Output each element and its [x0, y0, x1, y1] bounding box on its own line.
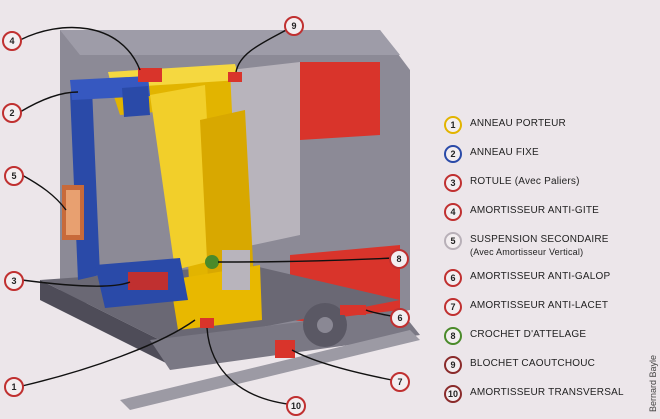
- legend-label: SUSPENSION SECONDAIRE: [470, 234, 609, 245]
- legend-label: ROTULE (Avec Paliers): [470, 176, 580, 187]
- legend-badge: 1: [444, 116, 462, 134]
- legend-badge: 10: [444, 385, 462, 403]
- leader-3: [21, 279, 131, 287]
- leader-8: [217, 257, 396, 263]
- callout-7: 7: [390, 372, 410, 392]
- callout-5: 5: [4, 166, 24, 186]
- callout-8: 8: [389, 249, 409, 269]
- legend-badge: 7: [444, 298, 462, 316]
- blue-ring-bracket: [122, 86, 150, 117]
- legend-badge: 4: [444, 203, 462, 221]
- legend-item-10: 10 AMORTISSEUR TRANSVERSAL: [444, 385, 644, 403]
- legend-item-5: 5 SUSPENSION SECONDAIRE (Avec Amortisseu…: [444, 232, 644, 258]
- coupling-hook: [205, 255, 219, 269]
- photo-credit: Bernard Bayle: [648, 354, 658, 412]
- yellow-ring-front: [150, 85, 215, 270]
- damper-anti-lacet: [275, 340, 295, 358]
- legend: 1 ANNEAU PORTEUR 2 ANNEAU FIXE 3 ROTULE …: [444, 116, 644, 414]
- leader-2: [19, 91, 79, 113]
- callout-3: 3: [4, 271, 24, 291]
- legend-label: ANNEAU PORTEUR: [470, 118, 566, 129]
- car-body-top: [60, 30, 400, 55]
- damper-anti-gite: [138, 68, 162, 82]
- legend-badge: 9: [444, 356, 462, 374]
- callout-4: 4: [2, 31, 22, 51]
- leader-4: [19, 26, 141, 71]
- legend-label: BLOCHET CAOUTCHOUC: [470, 358, 596, 369]
- rail: [120, 330, 420, 410]
- legend-item-2: 2 ANNEAU FIXE: [444, 145, 644, 163]
- legend-label: CROCHET D'ATTELAGE: [470, 329, 587, 340]
- leader-10: [206, 327, 297, 406]
- legend-item-7: 7 AMORTISSEUR ANTI-LACET: [444, 298, 644, 316]
- legend-label: AMORTISSEUR ANTI-GALOP: [470, 271, 611, 282]
- spring-right: [222, 250, 250, 290]
- leader-5: [21, 174, 67, 211]
- legend-item-1: 1 ANNEAU PORTEUR: [444, 116, 644, 134]
- legend-item-9: 9 BLOCHET CAOUTCHOUC: [444, 356, 644, 374]
- leader-7: [291, 349, 398, 382]
- callout-1: 1: [4, 377, 24, 397]
- wheel-hub: [317, 317, 333, 333]
- damper-anti-galop: [340, 305, 366, 315]
- legend-label: AMORTISSEUR ANTI-GITE: [470, 205, 600, 216]
- legend-badge: 3: [444, 174, 462, 192]
- callout-9: 9: [284, 16, 304, 36]
- legend-item-6: 6 AMORTISSEUR ANTI-GALOP: [444, 269, 644, 287]
- legend-label: ANNEAU FIXE: [470, 147, 539, 158]
- legend-label-block: SUSPENSION SECONDAIRE (Avec Amortisseur …: [470, 232, 609, 258]
- legend-item-4: 4 AMORTISSEUR ANTI-GITE: [444, 203, 644, 221]
- legend-item-3: 3 ROTULE (Avec Paliers): [444, 174, 644, 192]
- red-stripe-upper: [300, 62, 380, 140]
- legend-item-8: 8 CROCHET D'ATTELAGE: [444, 327, 644, 345]
- callout-10: 10: [286, 396, 306, 416]
- leader-1: [21, 319, 196, 387]
- floor-front: [40, 280, 170, 365]
- damper-top: [228, 72, 242, 82]
- legend-badge: 8: [444, 327, 462, 345]
- spring-left-coils: [66, 190, 80, 235]
- legend-badge: 6: [444, 269, 462, 287]
- legend-badge: 2: [444, 145, 462, 163]
- legend-sublabel: (Avec Amortisseur Vertical): [470, 247, 584, 257]
- legend-badge: 5: [444, 232, 462, 250]
- legend-label: AMORTISSEUR ANTI-LACET: [470, 300, 609, 311]
- callout-2: 2: [2, 103, 22, 123]
- damper-transversal: [200, 318, 214, 328]
- legend-label: AMORTISSEUR TRANSVERSAL: [470, 387, 624, 398]
- rotule-bearing: [128, 272, 168, 290]
- callout-6: 6: [390, 308, 410, 328]
